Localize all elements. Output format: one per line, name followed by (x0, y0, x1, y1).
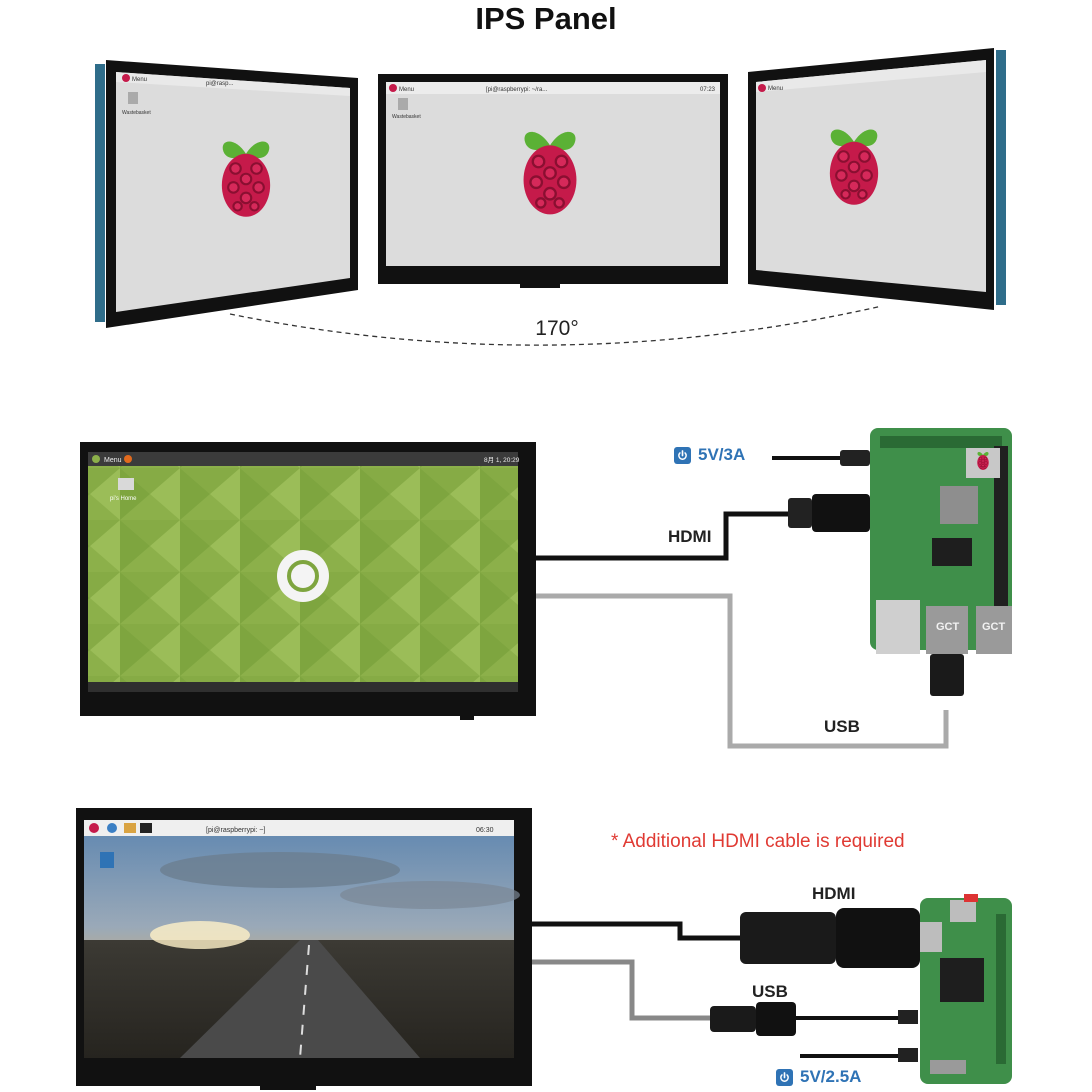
power-spec-label: 5V/3A (698, 445, 746, 464)
hdmi-adapter (836, 908, 920, 968)
usb-cable (536, 593, 949, 749)
clock: 07:23 (700, 87, 716, 93)
ubuntu-mate-logo-icon (277, 550, 329, 602)
monitor-pi3: Menu 8月 1, 20:29 pi's Home (80, 442, 536, 720)
wastebasket-label: Wastebasket (122, 110, 151, 116)
terminal-task: [pi@raspberrypi: ~/ra... (486, 87, 548, 93)
usb-otg-plug (710, 1006, 756, 1032)
hdmi-note: * Additional HDMI cable is required (611, 831, 905, 852)
hdmi-cable (532, 921, 740, 941)
browser-icon (107, 823, 117, 833)
raspberry-logo-icon (122, 74, 130, 82)
usb-label: USB (824, 717, 860, 736)
usb-label: USB (752, 982, 788, 1001)
clock: 8月 1, 20:29 (484, 456, 520, 464)
viewing-angle-label: 170° (535, 317, 578, 340)
usb-cable (532, 959, 712, 1021)
hdmi-label: HDMI (812, 884, 855, 903)
wastebasket-label: Wastebasket (392, 114, 421, 120)
usb-plug (930, 654, 964, 696)
raspberry-logo-icon (389, 84, 397, 92)
desktop-icon-label: pi's Home (110, 496, 137, 502)
hdmi-cable (536, 511, 800, 561)
terminal-task: pi@rasp... (206, 81, 234, 87)
clock: 06:30 (476, 827, 494, 834)
page-title: IPS Panel (475, 1, 617, 36)
menu-label: Menu (104, 457, 122, 464)
port-label: GCT (936, 621, 960, 633)
power-icon (674, 446, 691, 464)
power-spec-pi3: 5V/3A (674, 445, 745, 465)
menu-label: Menu (132, 77, 147, 83)
mate-menu-icon (92, 455, 100, 463)
left-panel: Menu pi@rasp... Wastebasket (95, 60, 358, 328)
power-spec-label: 5V/2.5A (800, 1067, 862, 1086)
raspberry-logo-icon (89, 823, 99, 833)
raspberry-logo-icon (758, 84, 766, 92)
menu-label: Menu (399, 87, 414, 93)
viewing-angle-arc (229, 305, 883, 346)
monitor-zero: [pi@raspberrypi: ~] 06:30 (76, 808, 532, 1090)
home-folder-icon (118, 478, 134, 490)
trash-icon (128, 92, 138, 104)
hdmi-plug (740, 912, 836, 964)
power-icon (776, 1068, 793, 1086)
center-panel: Menu [pi@raspberrypi: ~/ra... 07:23 Wast… (378, 74, 728, 288)
terminal-task: [pi@raspberrypi: ~] (206, 827, 265, 834)
trash-icon (398, 98, 408, 110)
right-panel: Menu (748, 48, 1006, 310)
port-label: GCT (982, 621, 1006, 633)
raspberry-pi-3-board: GCT GCT (870, 428, 1012, 654)
trash-icon (100, 852, 114, 868)
terminal-icon (140, 823, 152, 833)
menu-label: Menu (768, 86, 783, 92)
raspberry-pi-zero-board (920, 894, 1012, 1084)
hdmi-label: HDMI (668, 527, 711, 546)
folder-icon (124, 823, 136, 833)
hdmi-plug (788, 498, 812, 528)
browser-icon (124, 455, 132, 463)
power-spec-zero: 5V/2.5A (776, 1067, 861, 1087)
